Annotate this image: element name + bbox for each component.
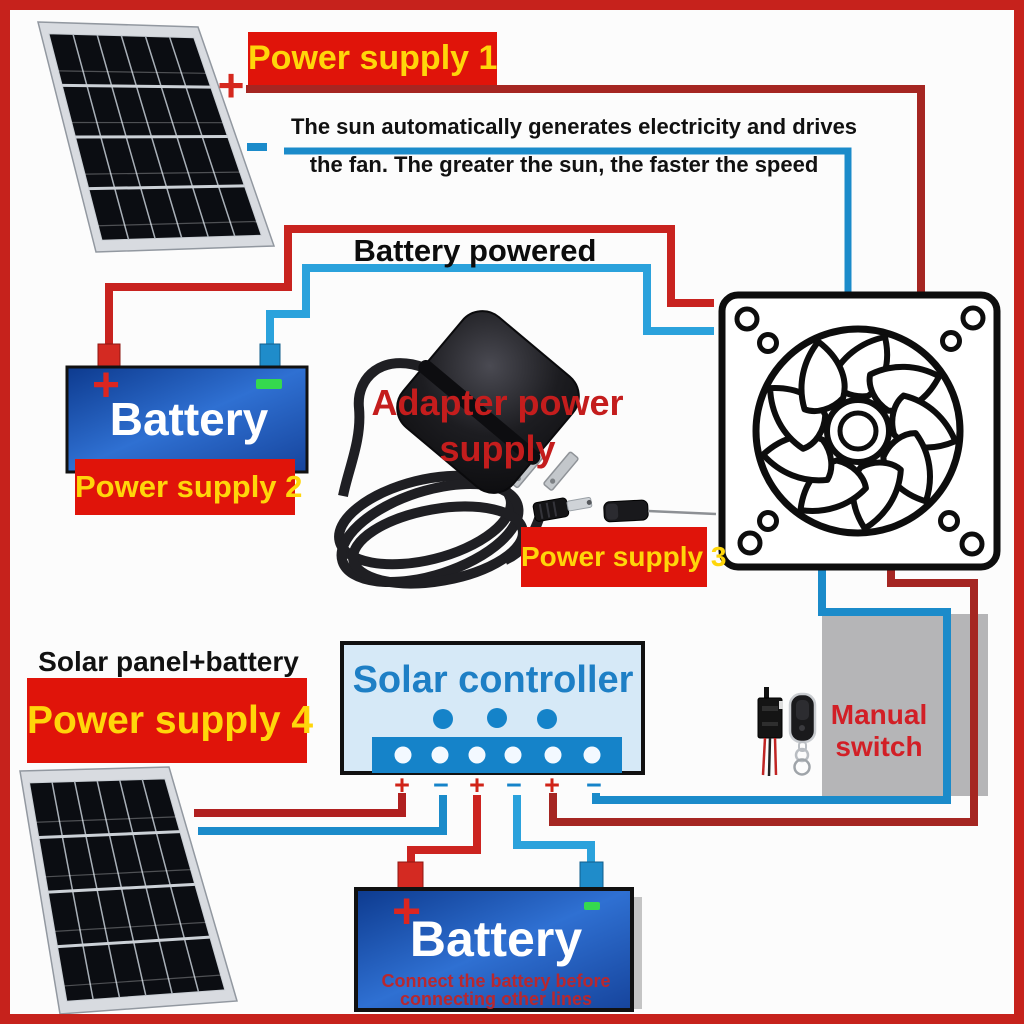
solar-controller-icon [340,641,645,775]
controller-terminal-strip [372,737,622,773]
controller-terminal-holes [394,746,601,764]
manual-switch-label-line-1: Manual [830,699,928,730]
controller-terminal-sign-3: + [469,770,485,800]
solar-panel-icon-top [37,21,276,253]
wire-controller-pv-positive [194,793,406,817]
power-adapter-icon [334,310,717,589]
fan-hub-inner [837,410,879,452]
battery1-negative-terminal [259,343,281,370]
wire-battery1-negative [266,264,714,346]
battery2-title: Battery [409,911,583,967]
remote-fob-icon [788,692,817,776]
panel1-plus-sign: + [217,59,245,111]
battery2-note-line-2: connecting other lines [399,989,593,1009]
power-supply-2-label: Power supply 2 [75,459,302,515]
fan-screw-holes [734,305,986,557]
description-line-1: The sun automatically generates electric… [290,114,858,139]
battery2-note-line-1: Connect the battery before [381,971,611,991]
adapter-cable-coil [334,358,545,589]
adapter-dc-jack [603,499,649,523]
power-supply-3-label: Power supply 3 [521,527,726,587]
battery1-minus-sign [256,379,282,389]
adapter-caption-line-2: supply [439,428,556,469]
solar-panel-battery-title: Solar panel+battery [38,646,299,677]
controller-indicator-2 [487,708,507,728]
adapter-dc-plug [532,496,593,522]
description-line-2: the fan. The greater the sun, the faster… [309,152,819,177]
battery2-minus-sign [584,902,600,910]
wire-controller-pv-negative [198,795,447,835]
wire-controller-bat-negative [513,795,595,864]
controller-terminal-sign-4: − [506,770,522,800]
wire-fan-negative [592,568,951,804]
battery1-plus-sign: + [92,359,121,412]
wire-fan-positive [549,568,978,826]
manual-switch-label-line-2: switch [835,731,923,762]
battery-powered-title: Battery powered [353,233,597,268]
adapter-body [396,310,580,494]
power-supply-1-label: Power supply 1 [248,32,497,85]
adapter-jack-lead-wire [647,509,717,516]
remote-receiver-icon [757,687,783,777]
adapter-caption-line-1: Adapter power [371,382,624,423]
wire-panel1-positive [246,85,925,296]
battery1-title: Battery [109,393,269,445]
controller-terminal-sign-1: + [394,770,410,800]
wires [105,85,978,864]
controller-terminal-sign-2: − [433,770,449,800]
wire-battery1-positive [105,225,714,346]
solar-panel-icon-bottom [19,766,238,1015]
controller-terminal-sign-5: + [544,770,560,800]
manual-switch-panel [822,614,988,796]
power-supply-4-label: Power supply 4 [27,678,313,763]
wire-panel1-negative [284,147,852,296]
battery2-plus-sign: + [392,883,422,939]
controller-title: Solar controller [352,659,634,701]
controller-terminal-sign-6: − [586,770,602,800]
fan-blades [760,334,959,532]
controller-indicator-1 [433,709,453,729]
controller-indicator-3 [537,709,557,729]
battery2-positive-terminal [397,861,424,892]
battery2-negative-terminal [579,861,604,892]
wire-controller-bat-positive [407,795,481,864]
fan-icon [718,291,1001,571]
battery2-shadow [632,897,642,1009]
